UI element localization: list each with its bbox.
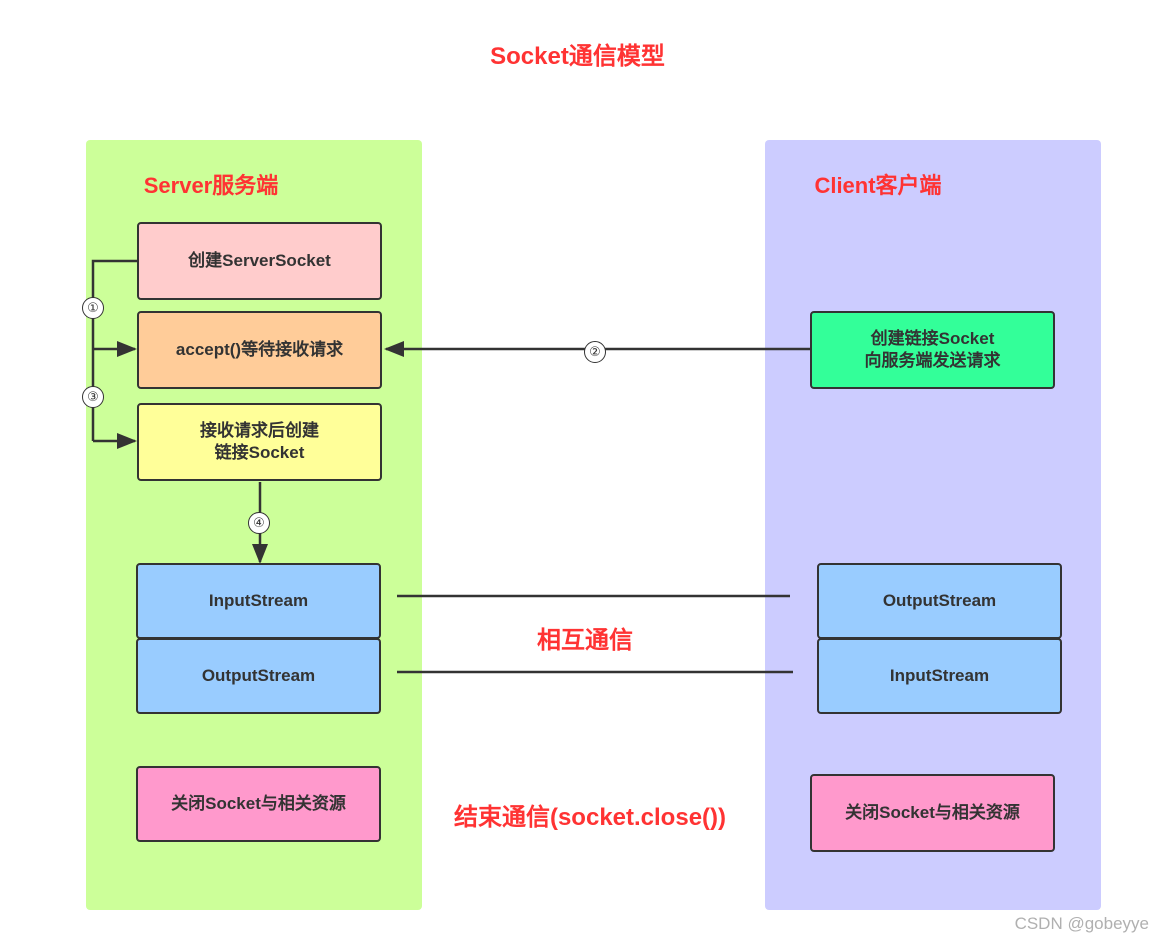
server-title: Server服务端	[143, 173, 279, 198]
end-communication-label: 结束通信(socket.close())	[453, 804, 727, 831]
step-2-badge: ②	[584, 341, 606, 363]
receive-create-socket-box: 接收请求后创建 链接Socket	[137, 403, 382, 481]
server-close-box: 关闭Socket与相关资源	[136, 766, 381, 842]
bracket-line	[91, 259, 137, 441]
watermark: CSDN @gobeyye	[1014, 914, 1149, 933]
step-3-badge: ③	[82, 386, 104, 408]
step-4-badge: ④	[248, 512, 270, 534]
client-create-socket-box: 创建链接Socket 向服务端发送请求	[810, 311, 1055, 389]
create-serversocket-box: 创建ServerSocket	[137, 222, 382, 300]
server-outputstream-box: OutputStream	[136, 638, 381, 714]
client-inputstream-box: InputStream	[817, 638, 1062, 714]
accept-box: accept()等待接收请求	[137, 311, 382, 389]
step-1-badge: ①	[82, 297, 104, 319]
client-close-box: 关闭Socket与相关资源	[810, 774, 1055, 852]
mutual-communication-label: 相互通信	[537, 627, 633, 654]
client-outputstream-box: OutputStream	[817, 563, 1062, 639]
client-title: Client客户端	[814, 173, 942, 198]
server-inputstream-box: InputStream	[136, 563, 381, 639]
diagram-title: Socket通信模型	[490, 43, 665, 70]
